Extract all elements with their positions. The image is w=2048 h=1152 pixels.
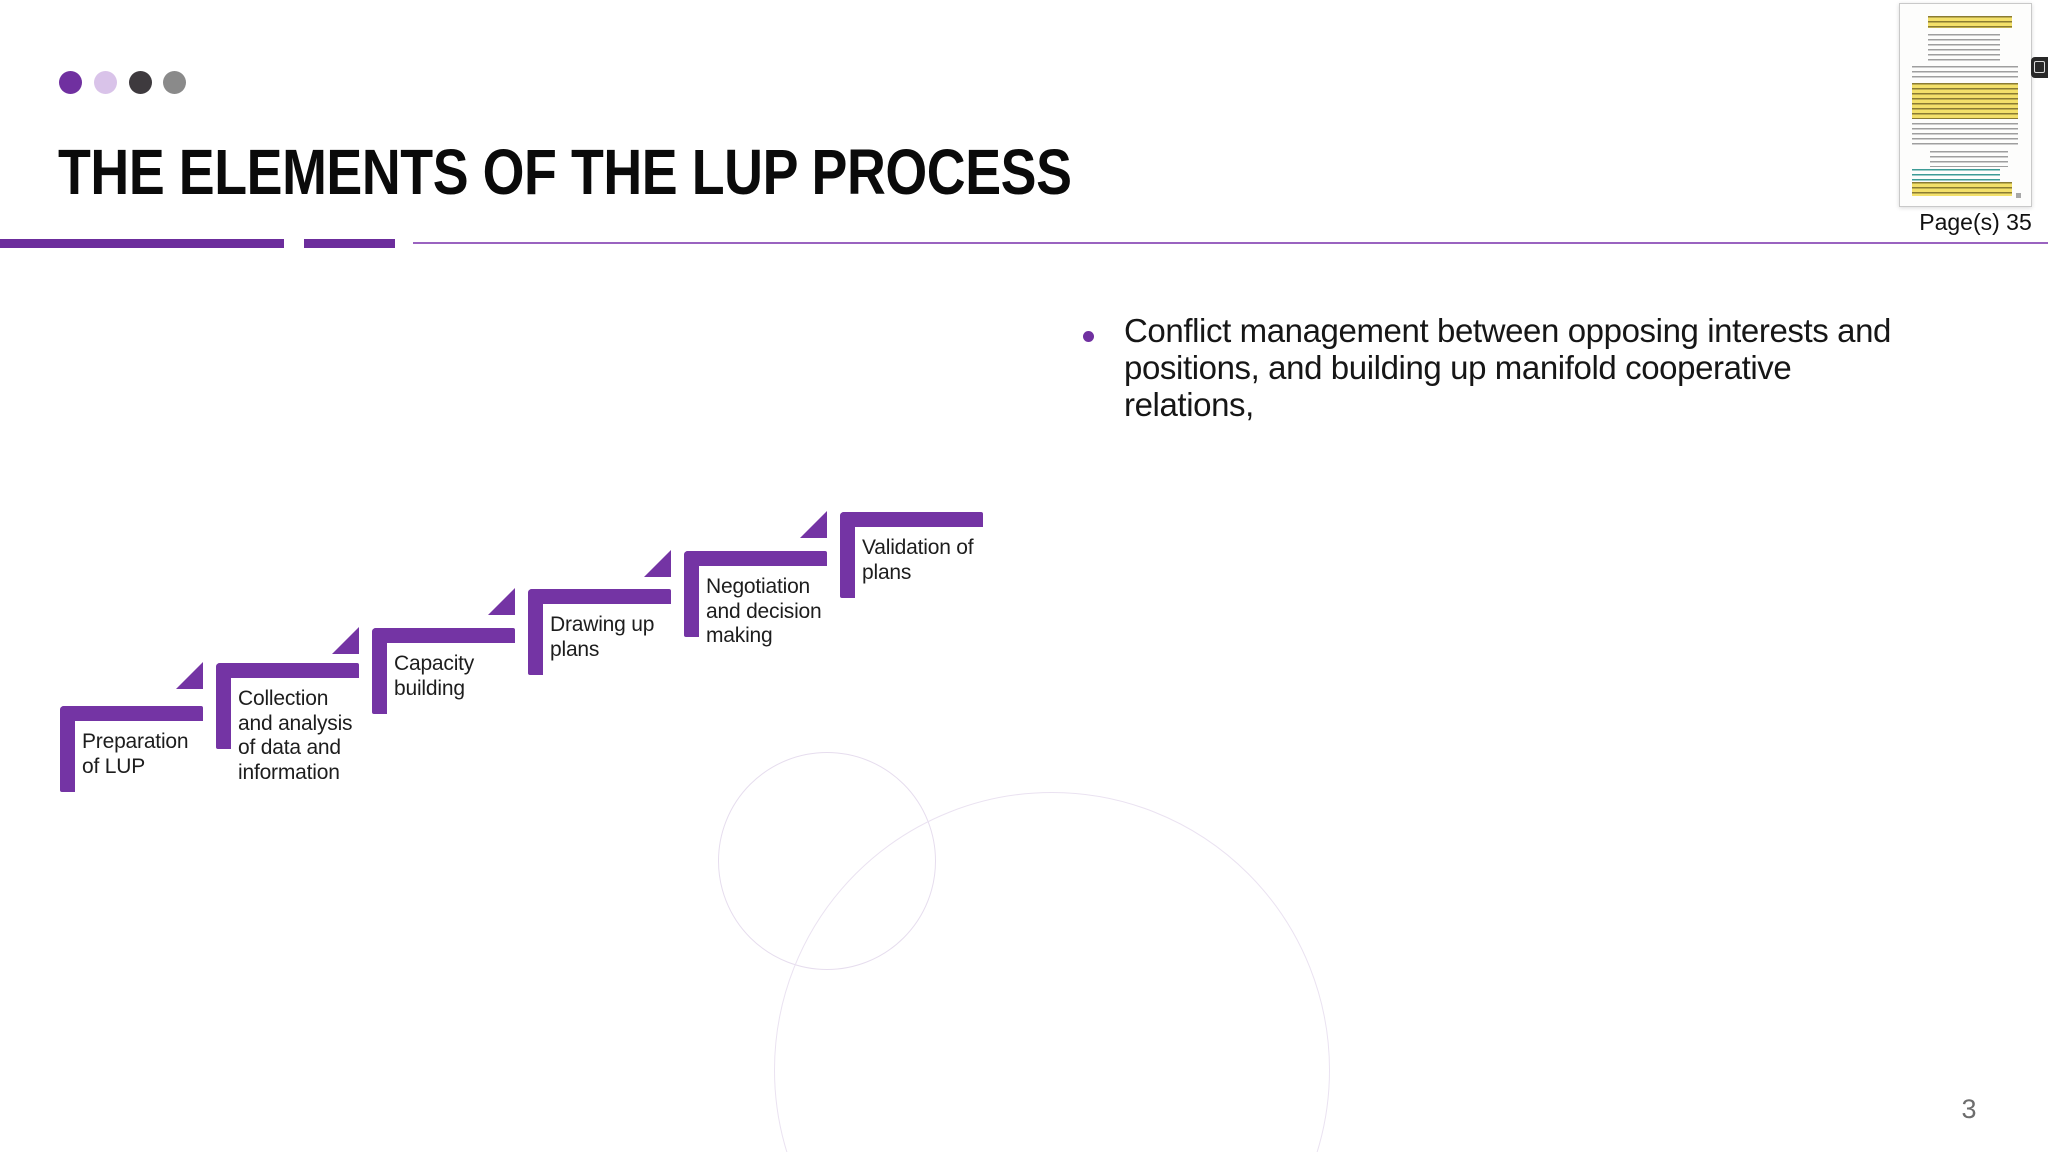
step-bracket-vertical: [528, 589, 543, 675]
step-bracket-vertical: [60, 706, 75, 792]
step-label-line: Validation of: [862, 536, 974, 559]
step-label-line: plans: [550, 637, 600, 661]
step-label-line: building: [394, 676, 465, 700]
step-arrow-triangle-icon: [176, 662, 203, 689]
step-label-line: and analysis: [238, 711, 353, 735]
dot-dark-gray-icon: [129, 71, 152, 94]
bullet-item: Conflict management between opposing int…: [1124, 312, 1891, 423]
step-bracket-horizontal: [528, 589, 671, 604]
step-label-line: information: [238, 760, 340, 784]
step-bracket-horizontal: [372, 628, 515, 643]
step-label: Preparation of LUP: [82, 730, 214, 779]
thumbnail-link-lines: [1912, 169, 2000, 181]
bullet-line: Conflict management between opposing int…: [1124, 312, 1891, 349]
page-title: THE ELEMENTS OF THE LUP PROCESS: [58, 136, 1072, 208]
step-arrow-triangle-icon: [800, 511, 827, 538]
step-label-line: of data and: [238, 736, 341, 759]
step-arrow-triangle-icon: [644, 550, 671, 577]
dot-purple-icon: [59, 71, 82, 94]
thumbnail-page-number-mark: [2016, 193, 2021, 198]
step-label: Negotiation and decision making: [706, 575, 838, 649]
header-rule-line: [413, 242, 2048, 244]
thumbnail-highlight-block: [1912, 83, 2018, 119]
step-label: Capacity building: [394, 652, 526, 701]
step-bracket-horizontal: [840, 512, 983, 527]
step-label: Drawing up plans: [550, 613, 682, 662]
step-bracket-vertical: [840, 512, 855, 598]
thumbnail-paragraph-lines: [1912, 66, 2018, 81]
thumbnail-caption: Page(s) 35: [1919, 209, 2032, 235]
step-label-line: making: [706, 624, 773, 647]
bullet-line: relations,: [1124, 386, 1254, 423]
thumbnail-list-lines: [1928, 34, 2000, 62]
step-bracket-horizontal: [60, 706, 203, 721]
bullet-line: positions, and building up manifold coop…: [1124, 349, 1792, 386]
dot-gray-icon: [163, 71, 186, 94]
dot-light-purple-icon: [94, 71, 117, 94]
bullet-marker-icon: [1083, 331, 1094, 342]
step-label: Collection and analysis of data and info…: [238, 687, 370, 785]
slide-page-number: 3: [1961, 1094, 1977, 1124]
step-bracket-horizontal: [216, 663, 359, 678]
page-preview-thumbnail: [1899, 3, 2032, 207]
step-label: Validation of plans: [862, 536, 994, 585]
title-underline-bar-short: [304, 239, 395, 248]
step-bracket-vertical: [372, 628, 387, 714]
step-bracket-horizontal: [684, 551, 827, 566]
corner-badge-icon: [2031, 57, 2048, 78]
step-label-line: Drawing up: [550, 613, 655, 636]
thumbnail-list-lines: [1930, 151, 2008, 167]
step-arrow-triangle-icon: [488, 588, 515, 615]
title-underline-bar-long: [0, 239, 284, 248]
thumbnail-highlight-block: [1928, 16, 2012, 28]
step-label-line: Preparation: [82, 730, 189, 753]
step-bracket-vertical: [216, 663, 231, 749]
thumbnail-highlight-block: [1912, 182, 2012, 196]
step-label-line: of LUP: [82, 754, 145, 778]
step-bracket-vertical: [684, 551, 699, 637]
step-label-line: and decision: [706, 599, 822, 623]
thumbnail-paragraph-lines: [1912, 123, 2018, 148]
step-label-line: Negotiation: [706, 575, 811, 598]
step-arrow-triangle-icon: [332, 627, 359, 654]
step-label-line: Capacity: [394, 652, 475, 675]
step-label-line: plans: [862, 560, 912, 584]
step-label-line: Collection: [238, 687, 329, 710]
